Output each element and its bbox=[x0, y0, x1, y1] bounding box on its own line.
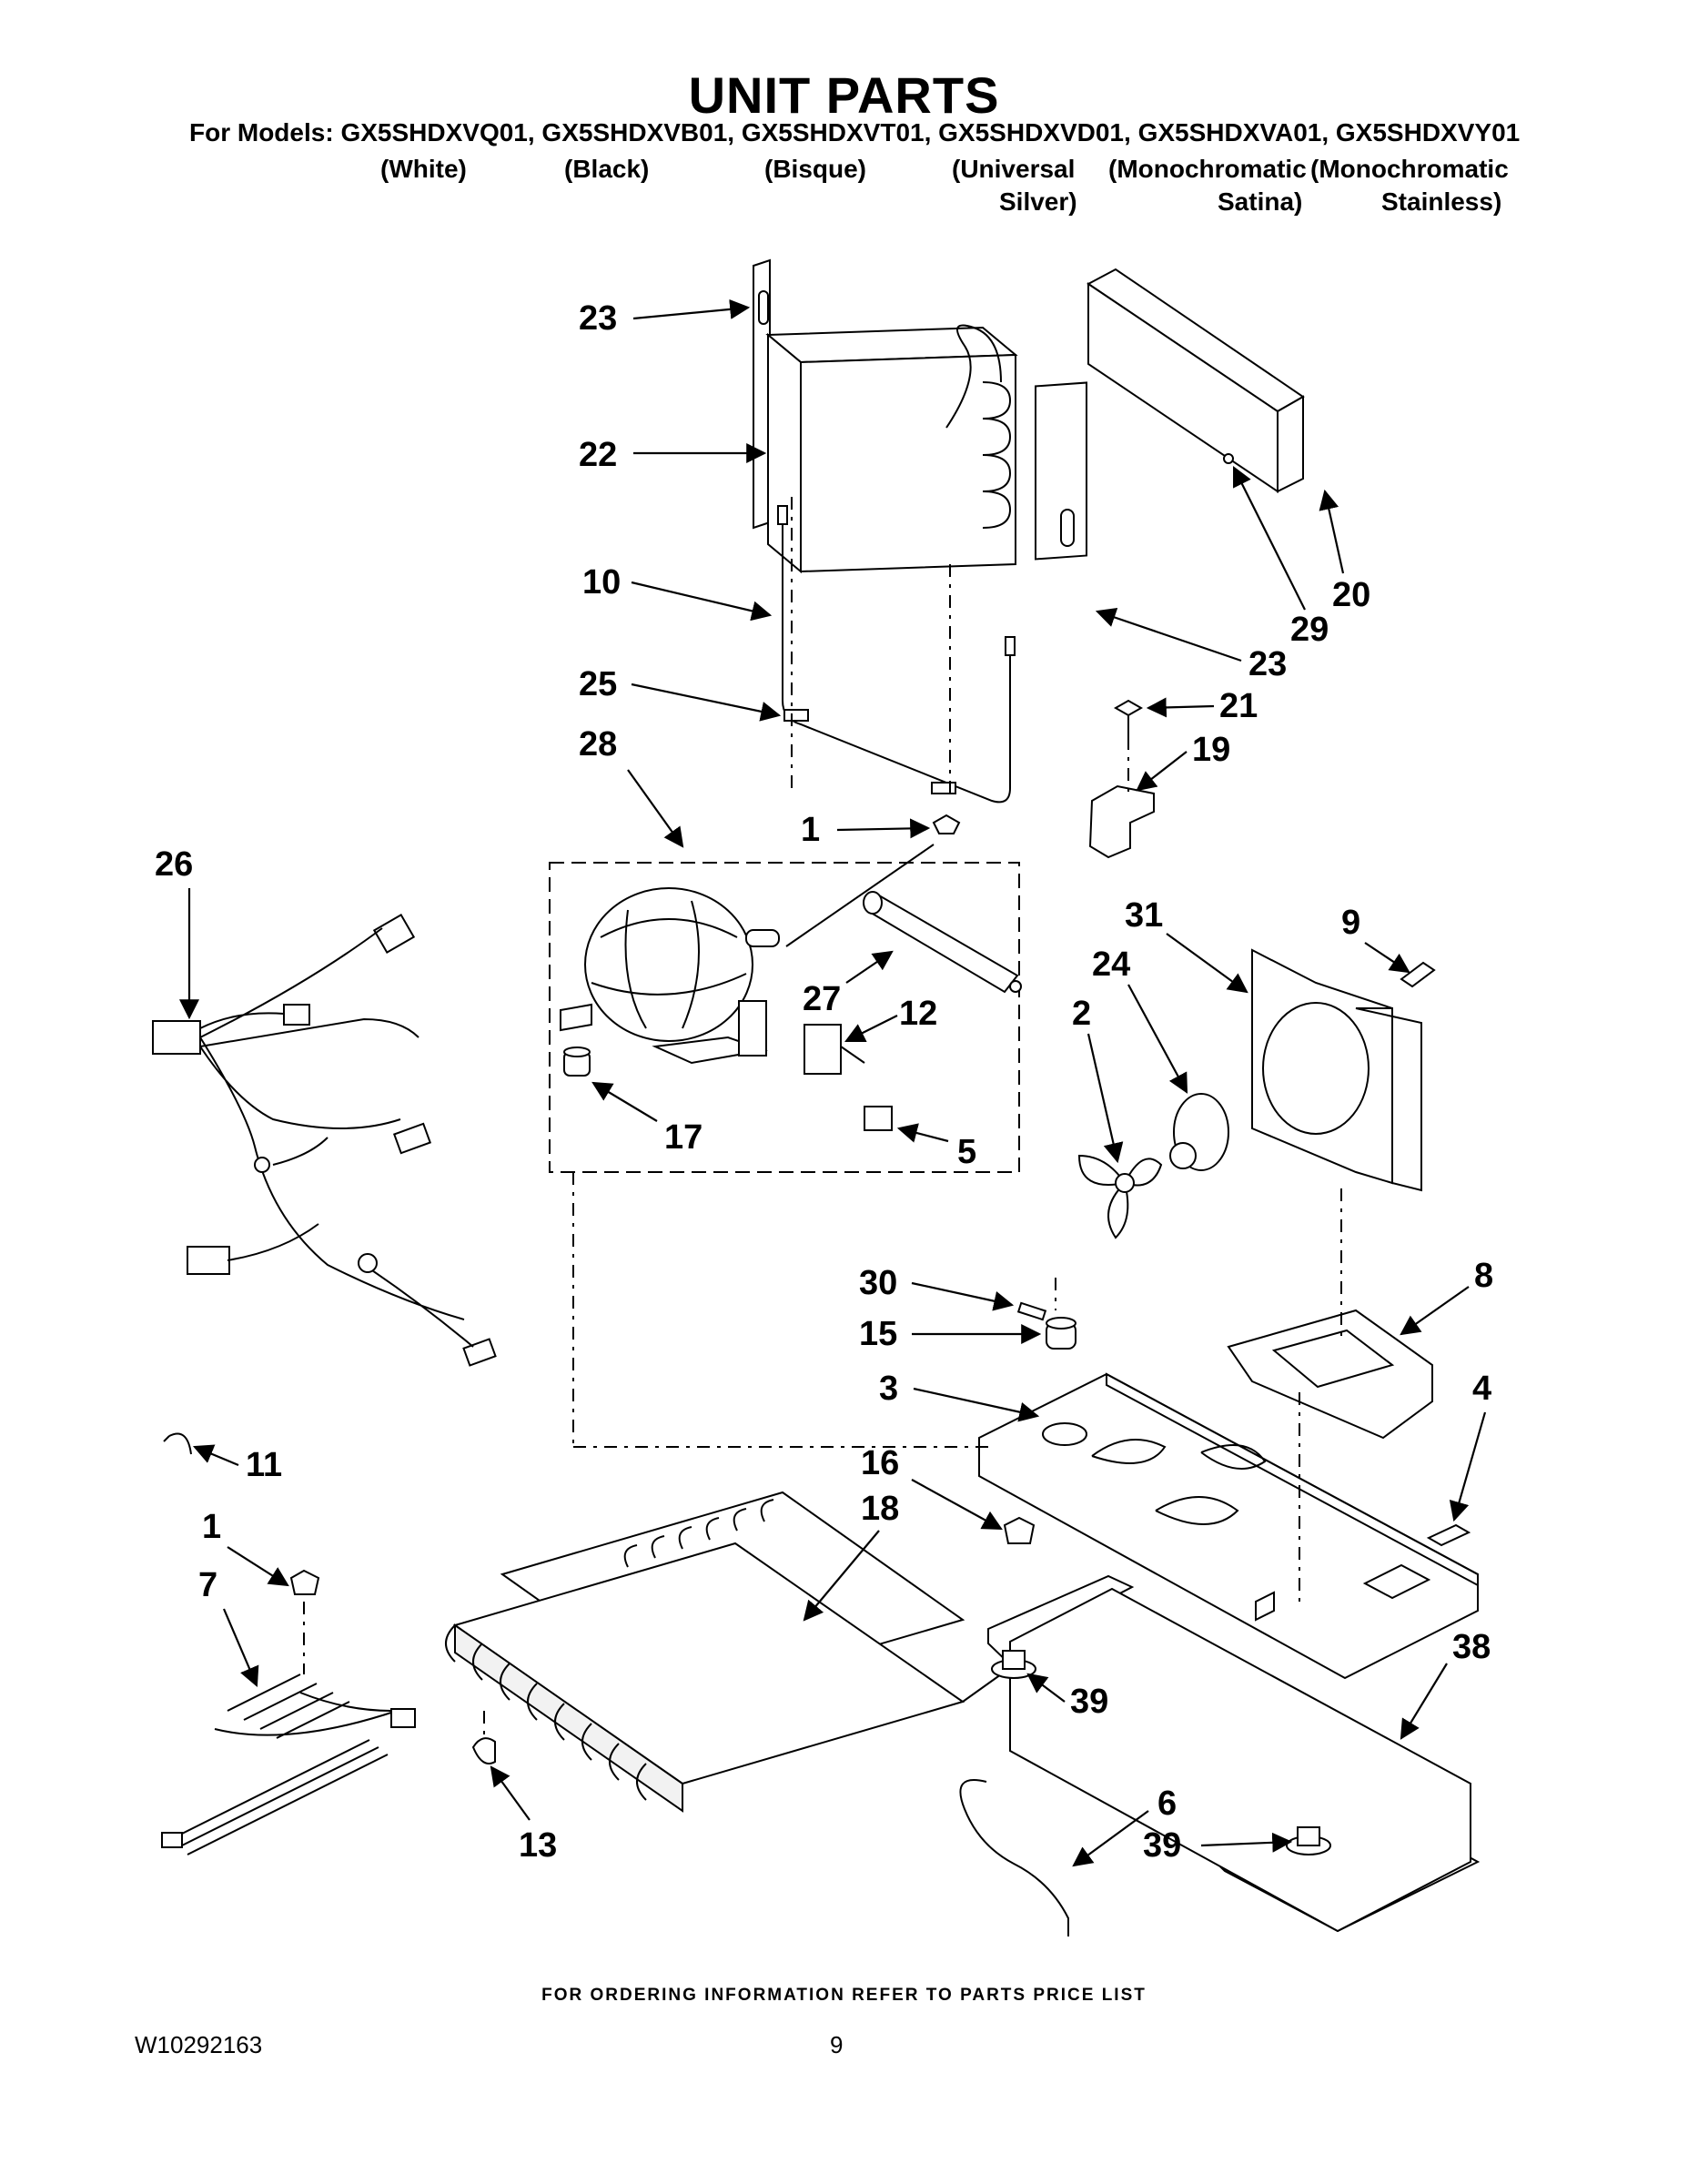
callout-22: 22 bbox=[579, 436, 617, 474]
callout-15: 15 bbox=[859, 1315, 897, 1353]
callout-7: 7 bbox=[198, 1566, 217, 1604]
callout-10: 10 bbox=[582, 563, 621, 602]
heater-terminal-2 bbox=[1005, 636, 1016, 656]
screw-1-top bbox=[932, 814, 961, 834]
callout-6: 6 bbox=[1157, 1785, 1177, 1823]
callout-8: 8 bbox=[1474, 1257, 1493, 1295]
color-stainless: Stainless) bbox=[1381, 187, 1502, 216]
callout-12: 12 bbox=[899, 995, 937, 1033]
evaporator-cover bbox=[1087, 268, 1305, 493]
drier bbox=[863, 891, 1022, 994]
callout-4: 4 bbox=[1472, 1370, 1491, 1408]
grommet-15 bbox=[1046, 1317, 1076, 1350]
fan-motor bbox=[1169, 1093, 1229, 1171]
screw-16 bbox=[1003, 1516, 1036, 1544]
compressor bbox=[560, 887, 780, 1065]
defrost-heater bbox=[782, 510, 1011, 804]
callout-24: 24 bbox=[1092, 945, 1130, 984]
callout-28: 28 bbox=[579, 725, 617, 763]
bracket-19 bbox=[1088, 784, 1155, 859]
callout-20: 20 bbox=[1332, 576, 1370, 614]
base-plate bbox=[978, 1372, 1479, 1680]
page-number: 9 bbox=[830, 2031, 844, 2058]
drain-tube-6 bbox=[959, 1779, 1069, 1936]
document-number: W10292163 bbox=[135, 2031, 263, 2058]
power-cord-harness bbox=[161, 1673, 416, 1855]
foot-39-a bbox=[991, 1650, 1036, 1679]
pin-30 bbox=[1016, 1301, 1047, 1321]
grommet-17 bbox=[563, 1046, 591, 1077]
callout-2: 2 bbox=[1072, 995, 1091, 1033]
callout-23-top: 23 bbox=[579, 299, 617, 338]
callout-13: 13 bbox=[519, 1826, 557, 1865]
color-bisque: (Bisque) bbox=[764, 155, 866, 183]
color-monochromatic-2: (Monochromatic bbox=[1310, 155, 1509, 183]
color-black: (Black) bbox=[564, 155, 650, 183]
callout-29: 29 bbox=[1290, 611, 1329, 649]
compressor-group-box bbox=[549, 862, 1020, 1173]
overload-cover bbox=[864, 1106, 893, 1131]
callout-1-bottom: 1 bbox=[202, 1508, 221, 1546]
callout-25: 25 bbox=[579, 665, 617, 703]
callout-39-top: 39 bbox=[1070, 1683, 1108, 1721]
color-monochromatic-1: (Monochromatic bbox=[1108, 155, 1307, 183]
fan-shroud bbox=[1251, 948, 1422, 1192]
color-universal: (Universal bbox=[952, 155, 1076, 183]
screw-9 bbox=[1400, 961, 1436, 988]
callout-17: 17 bbox=[664, 1118, 702, 1157]
heater-clip-2 bbox=[931, 782, 956, 794]
callout-31: 31 bbox=[1125, 896, 1163, 935]
callout-39-bottom: 39 bbox=[1143, 1826, 1181, 1865]
callout-11: 11 bbox=[246, 1446, 282, 1484]
callout-26: 26 bbox=[155, 845, 193, 884]
callout-27: 27 bbox=[803, 980, 841, 1018]
fan-bracket bbox=[1227, 1309, 1433, 1440]
heater-terminal bbox=[777, 505, 788, 525]
ground-wire-11 bbox=[163, 1432, 192, 1455]
callout-21: 21 bbox=[1219, 687, 1258, 725]
evaporator-assembly bbox=[753, 258, 1087, 574]
page-title: UNIT PARTS bbox=[688, 66, 1000, 124]
callout-16: 16 bbox=[861, 1444, 899, 1482]
callout-23-right: 23 bbox=[1248, 645, 1287, 683]
models-line: For Models: GX5SHDXVQ01, GX5SHDXVB01, GX… bbox=[189, 118, 1521, 147]
fan-blade bbox=[1077, 1154, 1163, 1239]
callout-3: 3 bbox=[879, 1370, 898, 1408]
relay bbox=[804, 1024, 865, 1075]
callout-1-top: 1 bbox=[801, 811, 820, 849]
callout-19: 19 bbox=[1192, 731, 1230, 769]
callout-30: 30 bbox=[859, 1264, 897, 1302]
color-white: (White) bbox=[380, 155, 467, 183]
callout-5: 5 bbox=[957, 1133, 976, 1171]
screw-1-bottom bbox=[289, 1569, 320, 1595]
condenser bbox=[445, 1491, 1002, 1813]
heater-clip bbox=[783, 709, 809, 722]
wiring-harness bbox=[152, 914, 497, 1367]
color-satina: Satina) bbox=[1218, 187, 1303, 216]
ordering-note: FOR ORDERING INFORMATION REFER TO PARTS … bbox=[541, 1986, 1147, 2005]
callout-38: 38 bbox=[1452, 1628, 1491, 1666]
callout-18: 18 bbox=[861, 1490, 899, 1528]
screw-21 bbox=[1113, 699, 1144, 717]
foot-39-b bbox=[1286, 1826, 1331, 1855]
color-silver: Silver) bbox=[999, 187, 1077, 216]
bottom-panel bbox=[987, 1574, 1481, 1933]
clip-13 bbox=[471, 1737, 496, 1764]
screw-4 bbox=[1426, 1523, 1471, 1547]
callout-9: 9 bbox=[1341, 904, 1360, 942]
